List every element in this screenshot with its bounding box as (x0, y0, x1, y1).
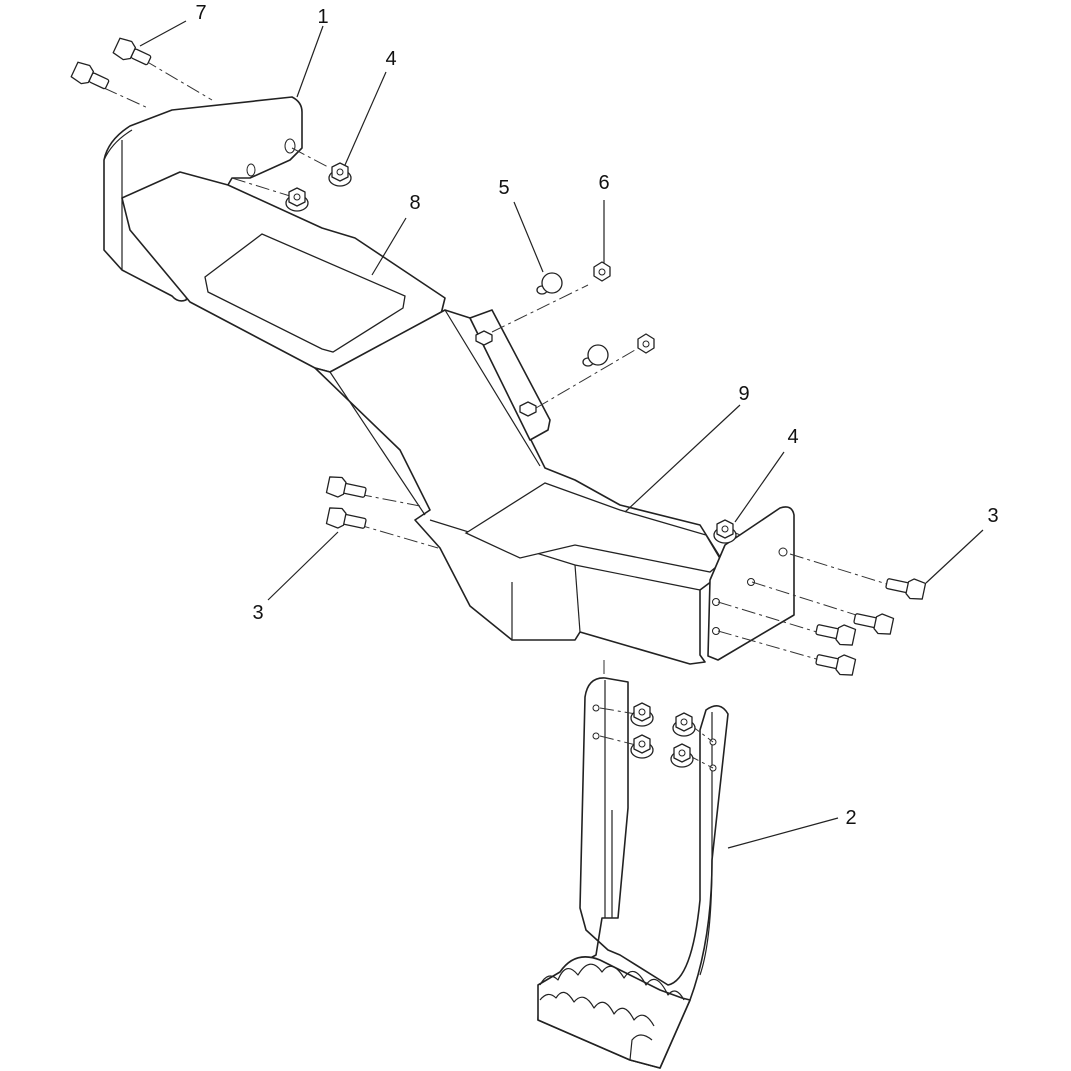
callout-5: 5 (498, 177, 509, 199)
part-6-hex-nuts (593, 261, 655, 354)
right-flange-bracket (707, 506, 795, 661)
callout-4-lower: 4 (787, 426, 798, 448)
leader-lines (139, 20, 984, 849)
callout-2: 2 (845, 807, 856, 829)
callout-9: 9 (738, 383, 749, 405)
callout-7: 7 (195, 2, 206, 24)
callout-4-upper: 4 (385, 48, 396, 70)
callout-8: 8 (409, 192, 420, 214)
stud-tab-bracket (469, 309, 551, 441)
callout-1: 1 (317, 6, 328, 28)
part-4-flange-nuts (285, 162, 737, 768)
callout-labels: 1 7 4 8 5 6 9 4 3 3 2 (195, 2, 998, 829)
part-3-bolts (325, 476, 927, 676)
callout-3-right: 3 (987, 505, 998, 527)
part-7-bolts (70, 37, 152, 90)
part-2-step-hanger (537, 677, 729, 1069)
callout-3-left: 3 (252, 602, 263, 624)
part-5-bumpers (536, 272, 609, 367)
callout-6: 6 (598, 172, 609, 194)
